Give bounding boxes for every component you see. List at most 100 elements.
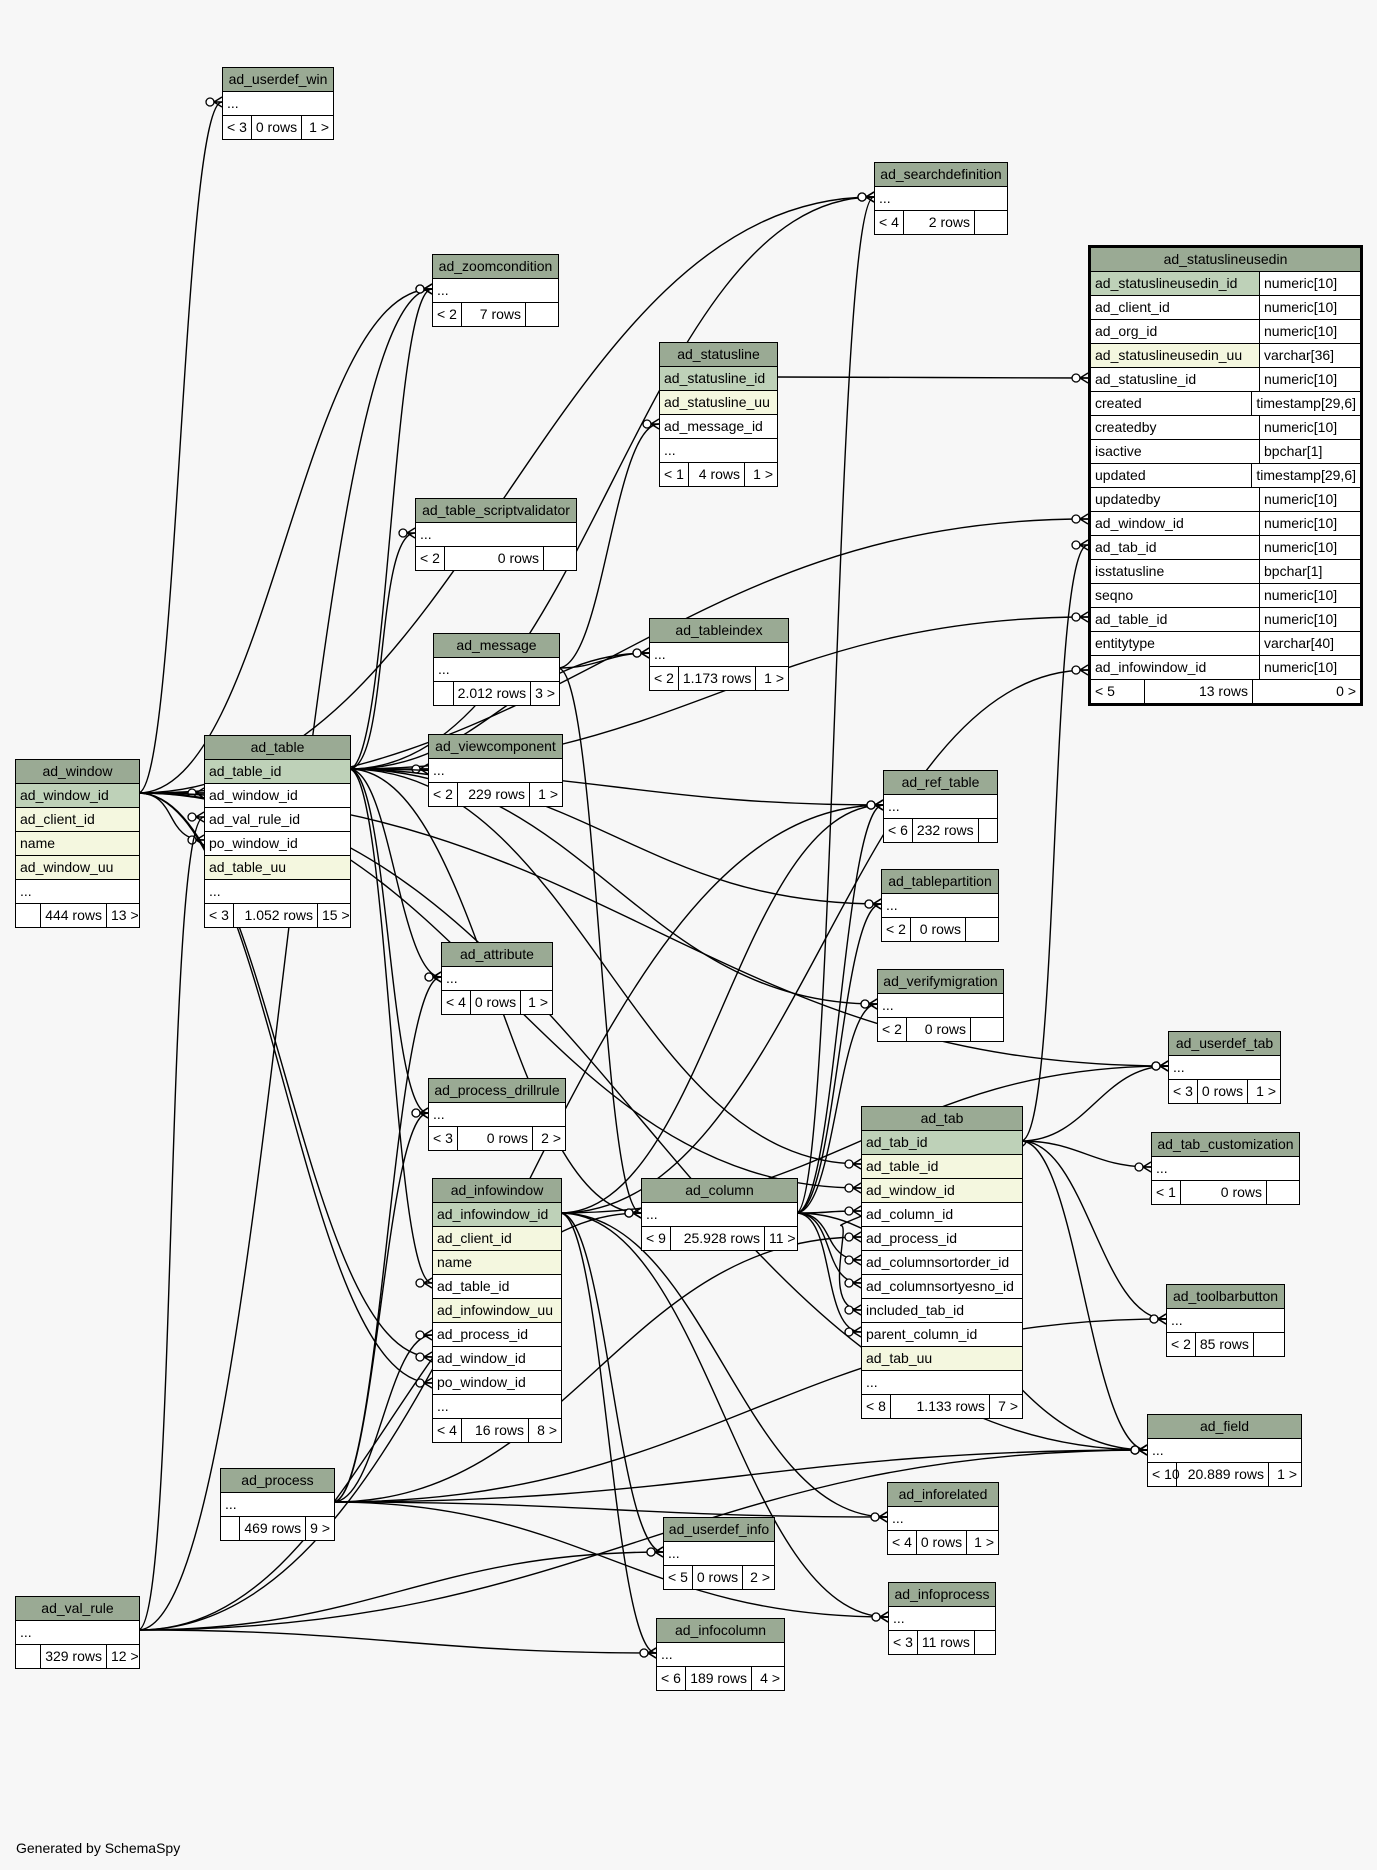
child-count[interactable]: 1 > bbox=[974, 1534, 994, 1550]
child-count[interactable]: 11 > bbox=[769, 1230, 796, 1246]
optional-marker bbox=[866, 800, 876, 810]
parent-count[interactable]: < 5 bbox=[1091, 680, 1145, 703]
child-count[interactable] bbox=[975, 1631, 995, 1654]
child-count[interactable]: 1 > bbox=[764, 670, 784, 686]
child-count[interactable]: 1 > bbox=[1277, 1466, 1297, 1482]
table-ad-statuslineusedin[interactable]: ad_statuslineusedin ad_statuslineusedin_… bbox=[1088, 245, 1363, 706]
child-count[interactable]: 8 > bbox=[537, 1422, 557, 1438]
parent-count[interactable]: < 3 bbox=[223, 116, 252, 139]
parent-count[interactable]: < 3 bbox=[205, 904, 234, 927]
parent-count[interactable] bbox=[16, 904, 42, 927]
parent-count[interactable]: < 10 bbox=[1148, 1463, 1180, 1486]
child-count[interactable]: 2 > bbox=[541, 1130, 561, 1146]
relationship-line bbox=[332, 1112, 429, 1503]
child-count[interactable]: 7 > bbox=[998, 1398, 1018, 1414]
child-count[interactable] bbox=[526, 303, 558, 326]
child-count[interactable] bbox=[1267, 1181, 1299, 1204]
parent-count[interactable]: < 5 bbox=[664, 1566, 693, 1589]
child-count[interactable]: 2 > bbox=[750, 1569, 770, 1585]
child-count[interactable]: 9 > bbox=[310, 1520, 330, 1536]
parent-count[interactable] bbox=[221, 1517, 241, 1540]
parent-count[interactable]: < 2 bbox=[650, 667, 679, 690]
child-count[interactable]: 4 > bbox=[760, 1670, 780, 1686]
child-count[interactable]: 12 > bbox=[111, 1648, 139, 1664]
parent-count[interactable]: < 2 bbox=[878, 1018, 907, 1041]
child-count[interactable]: 1 > bbox=[538, 786, 558, 802]
parent-count[interactable]: < 2 bbox=[1167, 1333, 1196, 1356]
parent-count[interactable]: < 1 bbox=[660, 463, 689, 486]
row-count: 0 rows bbox=[1198, 1080, 1249, 1103]
column-po-window-id: po_window_id bbox=[205, 832, 350, 856]
child-count[interactable] bbox=[1254, 1333, 1284, 1356]
child-count[interactable] bbox=[975, 211, 1007, 234]
child-count[interactable]: 1 > bbox=[528, 994, 548, 1010]
child-count[interactable] bbox=[979, 819, 997, 842]
parent-count[interactable]: < 6 bbox=[657, 1667, 686, 1690]
child-count[interactable]: 13 > bbox=[111, 907, 139, 923]
parent-count[interactable]: < 4 bbox=[442, 991, 471, 1014]
parent-count[interactable]: < 3 bbox=[429, 1127, 458, 1150]
parent-count[interactable] bbox=[434, 682, 454, 705]
parent-count[interactable]: < 2 bbox=[433, 303, 462, 326]
child-count[interactable]: 0 > bbox=[1336, 683, 1356, 699]
table-title: ad_userdef_info bbox=[664, 1518, 774, 1542]
child-count[interactable]: 1 > bbox=[753, 466, 773, 482]
child-count[interactable]: 15 > bbox=[322, 907, 350, 923]
parent-count[interactable]: < 2 bbox=[416, 547, 445, 570]
child-count[interactable] bbox=[971, 1018, 1003, 1041]
child-count[interactable] bbox=[966, 918, 998, 941]
child-count[interactable]: 1 > bbox=[309, 119, 329, 135]
parent-count[interactable]: < 4 bbox=[888, 1531, 917, 1554]
parent-count[interactable]: < 1 bbox=[1152, 1181, 1181, 1204]
parent-count[interactable]: < 8 bbox=[862, 1395, 891, 1418]
parent-count[interactable]: < 9 bbox=[642, 1227, 671, 1250]
parent-count[interactable]: < 6 bbox=[884, 819, 913, 842]
parent-count[interactable] bbox=[16, 1645, 42, 1668]
parent-count[interactable]: < 3 bbox=[1169, 1080, 1198, 1103]
parent-count[interactable]: < 3 bbox=[889, 1631, 918, 1654]
child-count[interactable]: 1 > bbox=[1256, 1083, 1276, 1099]
parent-count[interactable]: < 2 bbox=[882, 918, 911, 941]
parent-count[interactable]: < 2 bbox=[429, 783, 458, 806]
optional-marker bbox=[642, 419, 652, 429]
column-name: ad_statuslineusedin_uu bbox=[1091, 344, 1260, 367]
row-count: 329 rows bbox=[41, 1645, 107, 1668]
parent-count[interactable]: < 4 bbox=[875, 211, 904, 234]
parent-count[interactable]: < 4 bbox=[433, 1419, 462, 1442]
collapsed-columns: ... bbox=[434, 658, 559, 682]
column-type: bpchar[1] bbox=[1264, 563, 1323, 579]
child-count[interactable] bbox=[544, 547, 576, 570]
child-count[interactable]: 3 > bbox=[535, 685, 555, 701]
